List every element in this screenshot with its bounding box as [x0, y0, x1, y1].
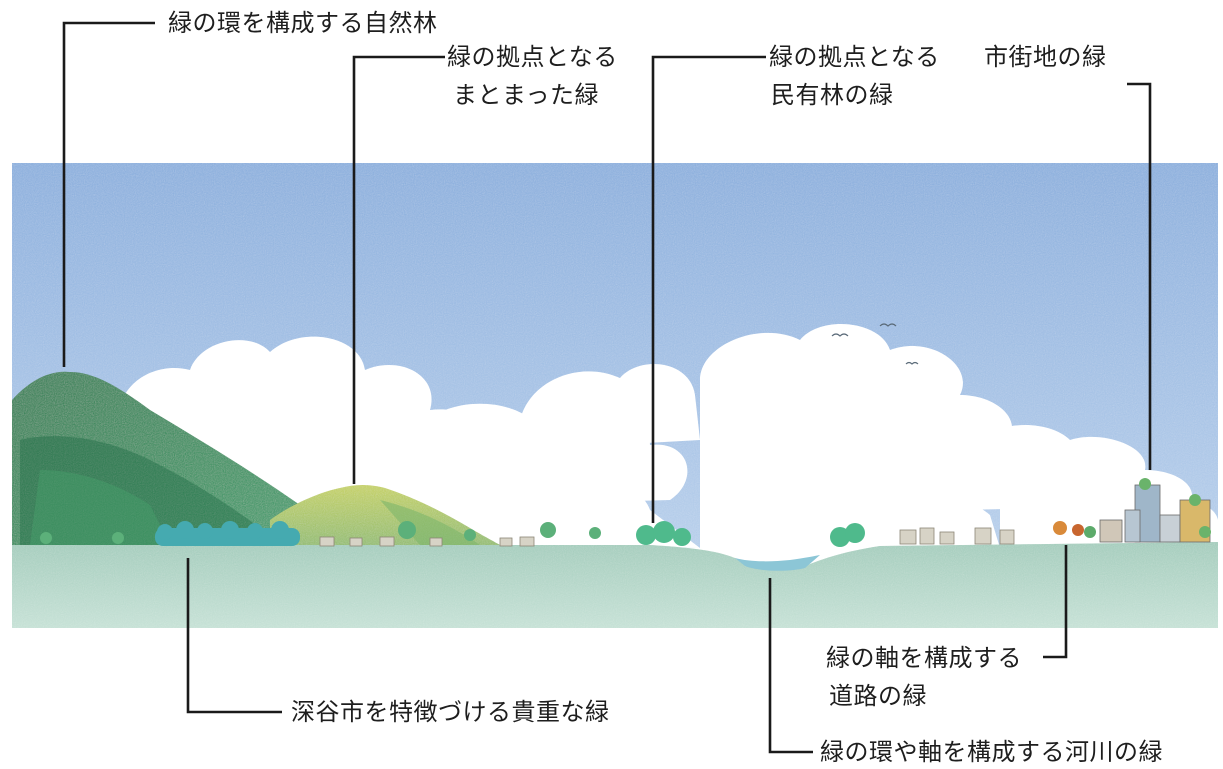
label-private-forest-line1: 緑の拠点となる: [769, 43, 940, 71]
ground: [12, 542, 1218, 628]
urban-trees: [1053, 478, 1211, 538]
tree-row-left: [155, 521, 300, 546]
houses: [319, 527, 1015, 547]
private-forest-trees: [636, 521, 865, 547]
birds: [831, 323, 919, 365]
leader-private-forest: [651, 55, 766, 523]
label-road-green-line1: 緑の軸を構成する: [826, 644, 1022, 672]
label-natural-forest: 緑の環を構成する自然林: [168, 9, 438, 37]
hub-green-hill: [270, 485, 500, 545]
leader-lines: [62, 21, 1152, 754]
scattered-trees: [40, 521, 601, 544]
leader-urban-green: [1127, 82, 1152, 470]
leader-hub-green: [352, 55, 445, 484]
label-precious-green: 深谷市を特徴づける貴重な緑: [291, 698, 610, 726]
label-hub-green-line1: 緑の拠点となる: [447, 43, 618, 71]
leader-road-green: [1043, 545, 1068, 659]
label-river-green: 緑の環や軸を構成する河川の緑: [820, 738, 1163, 766]
label-private-forest-line2: 民有林の緑: [771, 81, 894, 109]
leader-natural-forest: [62, 21, 155, 367]
leader-precious-green: [186, 558, 282, 714]
label-road-green-line2: 道路の緑: [829, 682, 927, 710]
river: [735, 555, 820, 571]
natural-forest-mountain: [12, 371, 350, 545]
leader-river-green: [768, 578, 813, 754]
label-hub-green-line2: まとまった緑: [453, 81, 600, 109]
label-urban-green: 市街地の緑: [984, 43, 1107, 71]
